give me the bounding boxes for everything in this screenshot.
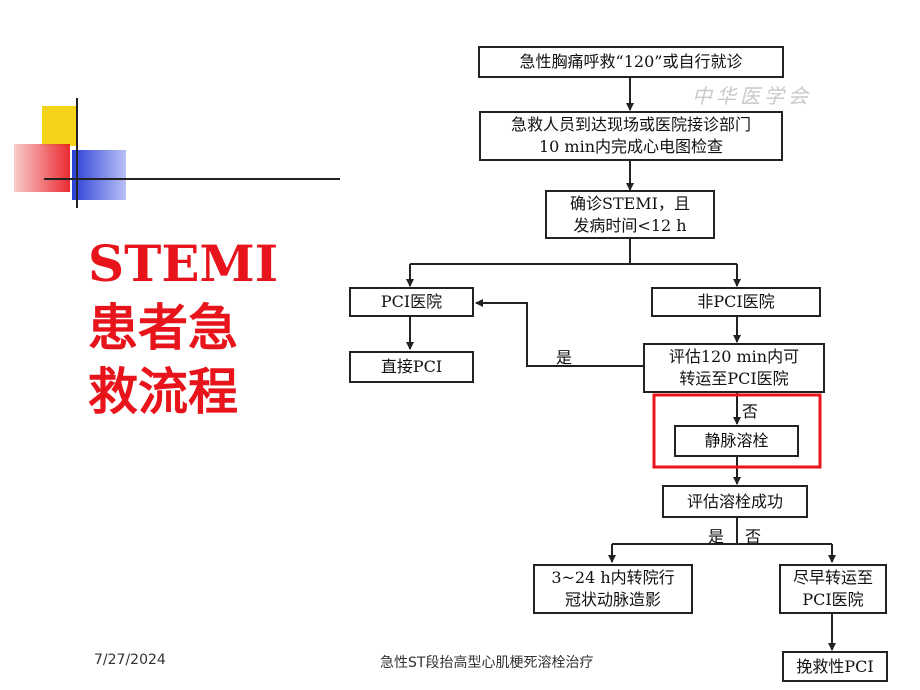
deco-red-square — [14, 144, 70, 192]
node-rescue-pci-text: 挽救性PCI — [796, 656, 874, 676]
node-assess-transfer-line1: 评估120 min内可 — [668, 347, 800, 366]
node-assess-lysis-success-text: 评估溶栓成功 — [686, 491, 783, 511]
node-iv-thrombolysis-text: 静脉溶栓 — [704, 431, 769, 450]
node-stemi-confirmed-line2: 发病时间<12 h — [573, 215, 687, 235]
edge-label-no-transfer: 否 — [742, 402, 759, 421]
node-rescue-pci: 挽救性PCI — [782, 651, 888, 682]
node-direct-pci: 直接PCI — [349, 351, 474, 383]
node-stemi-confirmed: 确诊STEMI，且 发病时间<12 h — [545, 190, 715, 239]
title-line-1: STEMI — [88, 234, 279, 293]
node-ecg-check-line2: 10 min内完成心电图检查 — [538, 137, 724, 156]
deco-yellow-square — [42, 106, 78, 146]
node-assess-transfer: 评估120 min内可 转运至PCI医院 — [643, 343, 825, 393]
node-iv-thrombolysis: 静脉溶栓 — [674, 425, 799, 457]
node-chest-pain-call: 急性胸痛呼救“120”或自行就诊 — [478, 46, 784, 78]
title-line-3: 救流程 — [88, 362, 238, 421]
node-non-pci-hospital: 非PCI医院 — [651, 287, 821, 317]
slide-date: 7/27/2024 — [94, 652, 166, 668]
slide-title: STEMI 患者急 救流程 — [88, 232, 278, 424]
node-assess-transfer-line2: 转运至PCI医院 — [679, 369, 789, 388]
node-non-pci-hospital-text: 非PCI医院 — [697, 292, 775, 311]
title-line-2: 患者急 — [88, 298, 238, 357]
slide-footer: 急性ST段抬高型心肌梗死溶栓治疗 — [380, 655, 594, 671]
node-direct-pci-text: 直接PCI — [380, 357, 443, 376]
deco-blue-square — [72, 150, 126, 200]
node-pci-hospital: PCI医院 — [349, 287, 474, 317]
node-ecg-check: 急救人员到达现场或医院接诊部门 10 min内完成心电图检查 — [479, 111, 783, 161]
deco-horizontal-line — [44, 178, 340, 180]
watermark: 中华医学会 — [692, 84, 812, 108]
node-ecg-check-line1: 急救人员到达现场或医院接诊部门 — [510, 115, 751, 134]
node-transfer-angiography-line1: 3~24 h内转院行 — [551, 568, 675, 587]
node-early-transfer-line1: 尽早转运至 — [792, 568, 873, 587]
edge-label-no-lysis: 否 — [745, 527, 762, 546]
node-transfer-angiography: 3~24 h内转院行 冠状动脉造影 — [533, 564, 693, 614]
node-pci-hospital-text: PCI医院 — [380, 292, 443, 311]
deco-vertical-line — [76, 98, 78, 208]
node-stemi-confirmed-line1: 确诊STEMI，且 — [569, 193, 691, 213]
node-assess-lysis-success: 评估溶栓成功 — [662, 485, 808, 518]
node-early-transfer-line2: PCI医院 — [802, 590, 864, 609]
edge-label-yes-transfer: 是 — [556, 348, 573, 367]
node-chest-pain-call-text: 急性胸痛呼救“120”或自行就诊 — [519, 52, 743, 71]
edge-label-yes-lysis: 是 — [708, 527, 725, 546]
node-early-transfer: 尽早转运至 PCI医院 — [779, 564, 887, 614]
node-transfer-angiography-line2: 冠状动脉造影 — [564, 590, 661, 609]
